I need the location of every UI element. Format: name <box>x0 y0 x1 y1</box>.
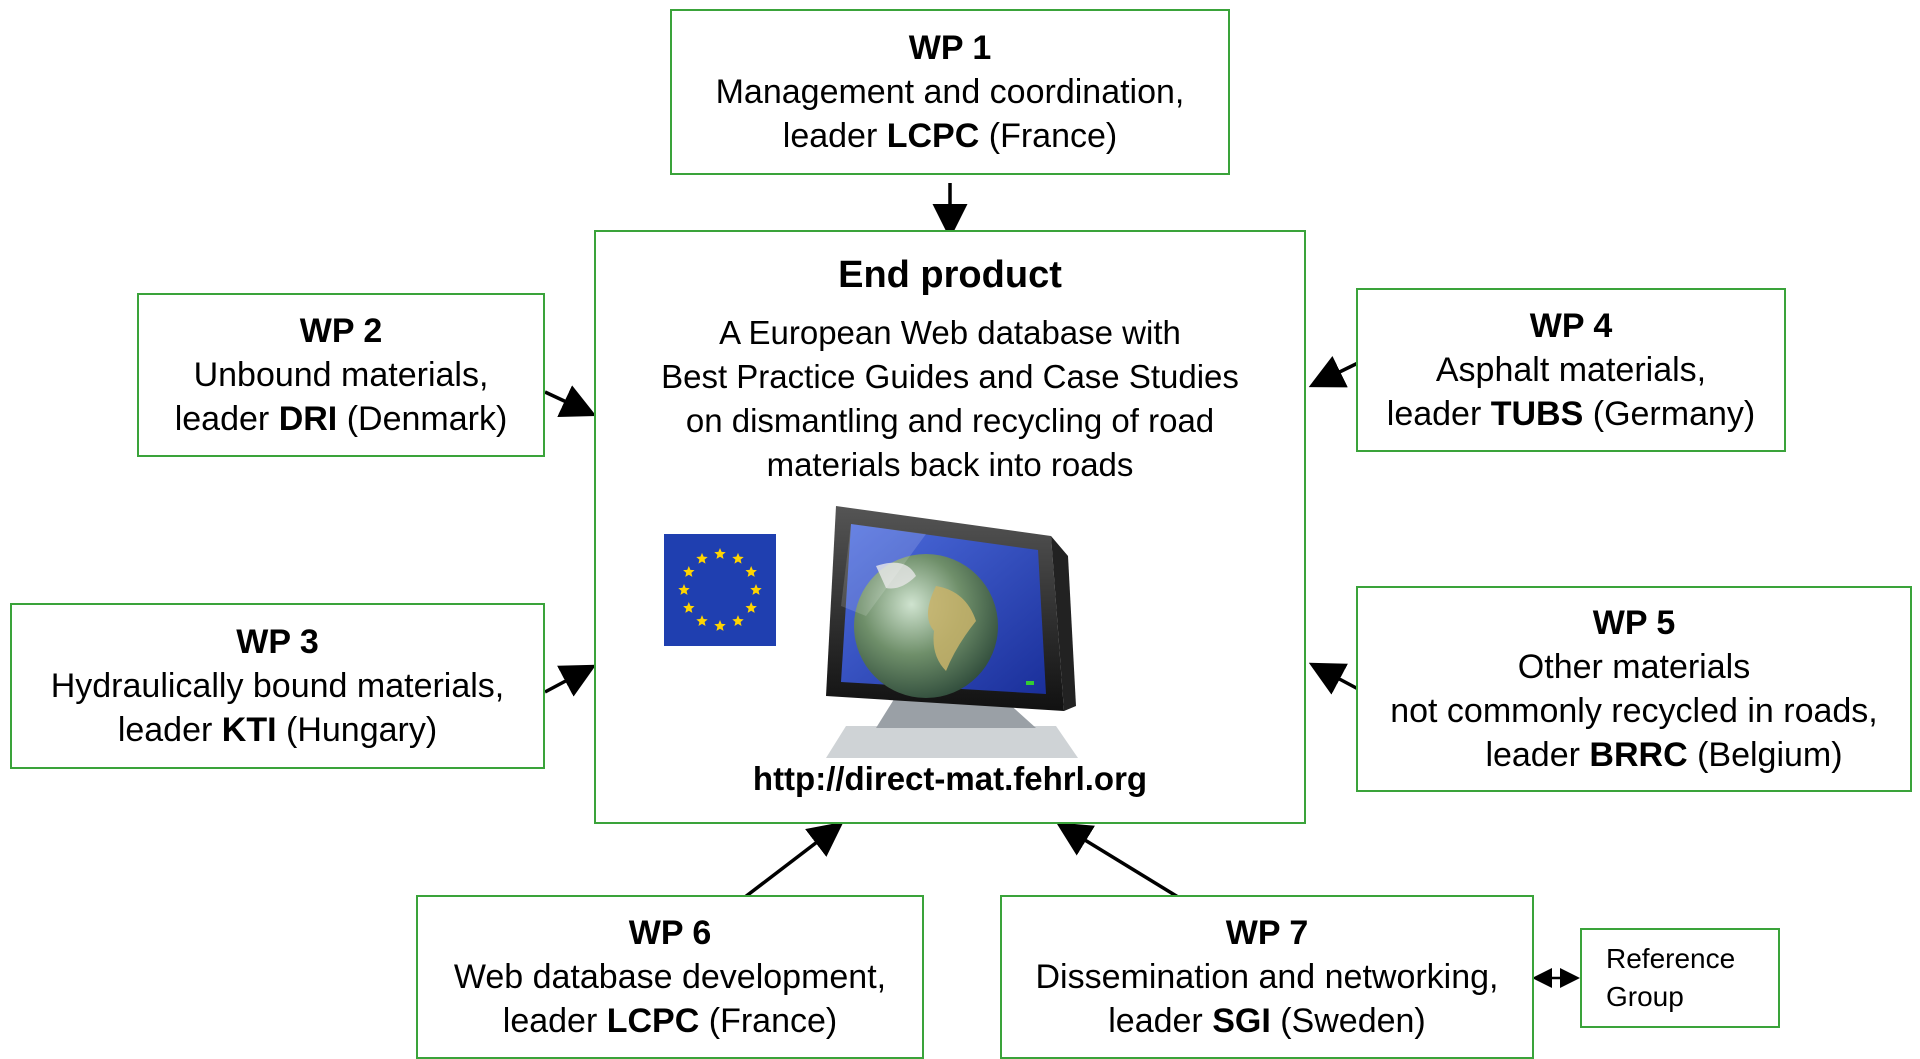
monitor-globe-icon <box>826 506 1078 758</box>
eu-star <box>696 615 708 627</box>
wp7-leader: SGI <box>1212 1002 1271 1040</box>
wp2-leader-line: leader DRI (Denmark) <box>174 400 508 438</box>
end-product-line: A European Web database with <box>719 314 1181 351</box>
wp5-title: WP 5 <box>1592 604 1676 642</box>
wp1-box: WP 1 Management and coordination, leader… <box>670 9 1230 175</box>
end-product-url[interactable]: http://direct-mat.fehrl.org <box>752 760 1148 797</box>
wp3-description: Hydraulically bound materials, <box>50 667 505 705</box>
eu-star <box>714 620 726 631</box>
reference-group-line2: Group <box>1606 981 1684 1012</box>
arrow-wp4-to-end <box>1308 355 1361 388</box>
eu-star <box>683 602 695 613</box>
end-product-line: Best Practice Guides and Case Studies <box>661 358 1239 395</box>
wp1-leader: LCPC <box>886 117 980 155</box>
end-product-title: End product <box>838 254 1062 296</box>
eu-star <box>696 552 708 564</box>
end-product-line: on dismantling and recycling of road <box>685 402 1215 439</box>
wp7-leader-line: leader SGI (Sweden) <box>1108 1002 1426 1040</box>
eu-star <box>750 584 762 595</box>
wp4-leader-line: leader TUBS (Germany) <box>1386 395 1756 433</box>
wp1-description: Management and coordination, <box>715 73 1185 111</box>
reference-group-box: Reference Group <box>1580 928 1780 1028</box>
end-product-box: End product A European Web database with… <box>594 230 1306 824</box>
wp6-title: WP 6 <box>628 914 712 952</box>
wp4-leader: TUBS <box>1490 395 1584 433</box>
wp2-leader: DRI <box>278 400 338 438</box>
eu-star <box>678 584 690 595</box>
wp6-description: Web database development, <box>453 958 887 996</box>
wp4-box: WP 4 Asphalt materials, leader TUBS (Ger… <box>1356 288 1786 452</box>
arrow-wp7-to-end <box>1056 822 1179 899</box>
arrow-wp2-to-end <box>544 385 597 418</box>
wp7-title: WP 7 <box>1225 914 1309 952</box>
wp2-box: WP 2 Unbound materials, leader DRI (Denm… <box>137 293 545 457</box>
eu-star <box>745 602 757 613</box>
wp3-leader-line: leader KTI (Hungary) <box>117 711 438 749</box>
wp4-description: Asphalt materials, <box>1435 351 1707 389</box>
wp5-box: WP 5 Other materials not commonly recycl… <box>1356 586 1912 792</box>
wp5-description-line1: Other materials <box>1517 648 1751 686</box>
wp2-description: Unbound materials, <box>193 356 489 394</box>
wp1-leader-line: leader LCPC (France) <box>782 117 1118 155</box>
wp3-leader: KTI <box>221 711 277 749</box>
wp5-leader-line: leader BRRC (Belgium) <box>1485 736 1843 774</box>
wp2-title: WP 2 <box>299 312 383 350</box>
eu-star <box>732 615 744 627</box>
wp7-box: WP 7 Dissemination and networking, leade… <box>1000 895 1534 1059</box>
wp7-description: Dissemination and networking, <box>1035 958 1499 996</box>
eu-star <box>683 566 695 577</box>
wp6-leader-line: leader LCPC (France) <box>502 1002 838 1040</box>
eu-flag-icon <box>664 534 776 646</box>
arrow-wp5-to-end <box>1308 662 1361 695</box>
wp6-leader: LCPC <box>606 1002 700 1040</box>
wp3-box: WP 3 Hydraulically bound materials, lead… <box>10 603 545 769</box>
eu-star <box>714 548 726 559</box>
end-product-description: A European Web database with Best Practi… <box>661 311 1239 487</box>
wp1-title: WP 1 <box>908 29 992 67</box>
arrow-wp6-to-end <box>743 821 844 899</box>
wp5-description-line2: not commonly recycled in roads, <box>1390 692 1878 730</box>
wp6-box: WP 6 Web database development, leader LC… <box>416 895 924 1059</box>
wp4-title: WP 4 <box>1529 307 1613 345</box>
end-product-line: materials back into roads <box>766 446 1134 483</box>
wp5-leader: BRRC <box>1589 736 1688 774</box>
eu-star <box>732 552 744 564</box>
reference-group-line1: Reference <box>1606 943 1736 974</box>
wp3-title: WP 3 <box>236 623 319 661</box>
eu-star <box>745 566 757 577</box>
arrow-wp3-to-end <box>544 664 597 697</box>
